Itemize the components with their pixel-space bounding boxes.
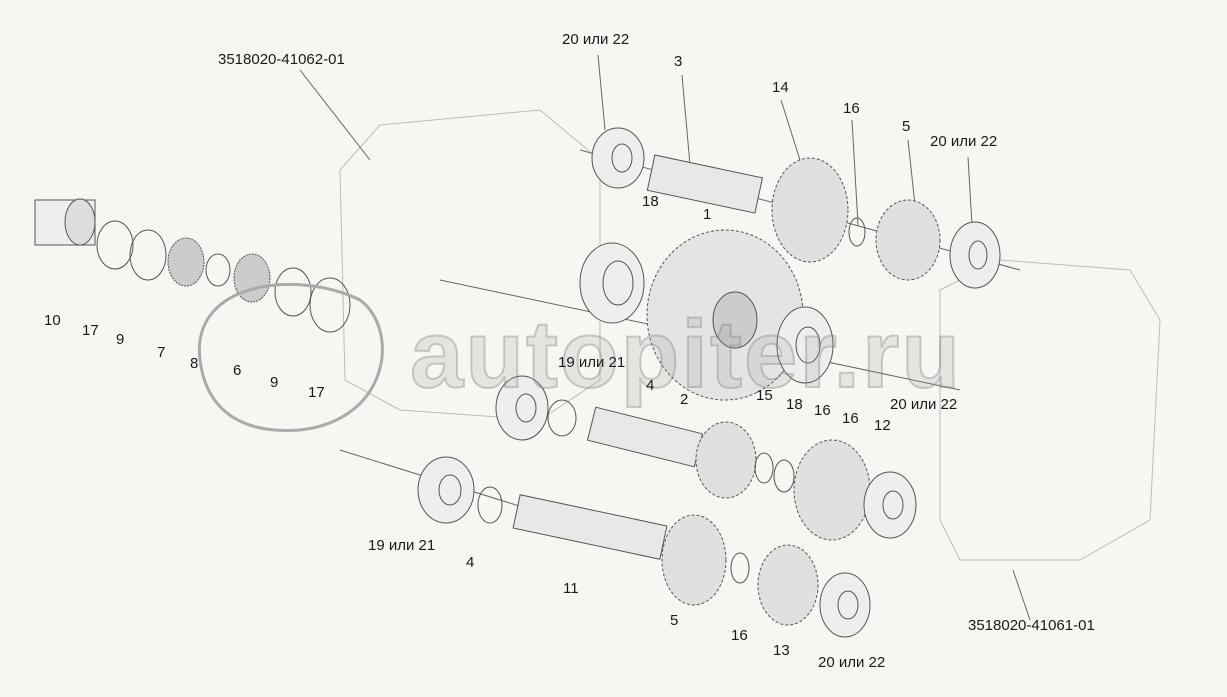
callout: 15 bbox=[756, 387, 773, 404]
bearing-19-21-lower bbox=[417, 456, 475, 524]
callout: 20 или 22 bbox=[930, 133, 998, 150]
callout: 11 bbox=[563, 580, 579, 597]
washer-4-lower bbox=[477, 486, 503, 524]
left-housing bbox=[339, 109, 601, 421]
callout: 20 или 22 bbox=[562, 31, 630, 48]
needle-bearing-10 bbox=[34, 198, 96, 246]
callout: 20 или 22 bbox=[890, 396, 958, 413]
bearing-18b bbox=[776, 306, 834, 384]
callout: 9 bbox=[270, 374, 279, 391]
right-housing bbox=[939, 259, 1161, 561]
gear-14 bbox=[771, 157, 849, 263]
callout: 20 или 22 bbox=[818, 654, 886, 671]
housing-label-right: 3518020-41061-01 bbox=[968, 617, 1095, 634]
callout: 5 bbox=[902, 118, 911, 135]
callout: 4 bbox=[646, 377, 655, 394]
shaft-3 bbox=[646, 154, 764, 214]
ring-16-bottom bbox=[730, 552, 750, 584]
ring-16-mid2 bbox=[773, 459, 795, 493]
callout: 8 bbox=[190, 355, 199, 372]
callout: 4 bbox=[466, 554, 475, 571]
callout: 12 bbox=[874, 417, 891, 434]
callout: 19 или 21 bbox=[558, 354, 626, 371]
callout: 16 bbox=[843, 100, 860, 117]
watermark-logo bbox=[197, 283, 384, 432]
callout: 13 bbox=[773, 642, 790, 659]
callout: 5 bbox=[670, 612, 679, 629]
gear-7 bbox=[167, 237, 205, 287]
housing-label-left: 3518020-41062-01 bbox=[218, 51, 345, 68]
bearing-19-21-upper bbox=[495, 375, 549, 441]
washer-9b bbox=[274, 267, 312, 317]
callout: 17 bbox=[308, 384, 325, 401]
bearing-top-right bbox=[949, 221, 1001, 289]
gear-5-top bbox=[875, 199, 941, 281]
gear-5-bottom bbox=[661, 514, 727, 606]
gear-15 bbox=[695, 421, 757, 499]
washer-4-upper bbox=[547, 399, 577, 437]
callout: 19 или 21 bbox=[368, 537, 436, 554]
callout: 18 bbox=[642, 193, 659, 210]
bearing-top bbox=[591, 127, 645, 189]
callout: 16 bbox=[731, 627, 748, 644]
washer-8 bbox=[205, 253, 231, 287]
washer-9 bbox=[129, 229, 167, 281]
callout: 16 bbox=[842, 410, 859, 427]
callout: 18 bbox=[786, 396, 803, 413]
ring-16-top bbox=[848, 217, 866, 247]
callout: 1 bbox=[703, 206, 712, 223]
callout: 9 bbox=[116, 331, 125, 348]
watermark-text: autopiter.ru bbox=[409, 300, 963, 409]
callout: 17 bbox=[82, 322, 99, 339]
bearing-18 bbox=[579, 242, 645, 324]
shaft-2 bbox=[586, 406, 704, 468]
shaft-11 bbox=[512, 494, 668, 560]
gear-1-hub bbox=[712, 291, 758, 349]
gear-6 bbox=[233, 253, 271, 303]
callout: 10 bbox=[44, 312, 61, 329]
callout: 16 bbox=[814, 402, 831, 419]
bearing-mid-right bbox=[863, 471, 917, 539]
gear-13 bbox=[757, 544, 819, 626]
callout: 7 bbox=[157, 344, 166, 361]
ring-16-mid bbox=[754, 452, 774, 484]
snap-ring-17 bbox=[96, 220, 134, 270]
callout: 3 bbox=[674, 53, 683, 70]
callout: 6 bbox=[233, 362, 242, 379]
snap-ring-17b bbox=[309, 277, 351, 333]
bearing-bottom-right bbox=[819, 572, 871, 638]
callout: 14 bbox=[772, 79, 789, 96]
callout: 2 bbox=[680, 391, 689, 408]
gear-12 bbox=[793, 439, 871, 541]
